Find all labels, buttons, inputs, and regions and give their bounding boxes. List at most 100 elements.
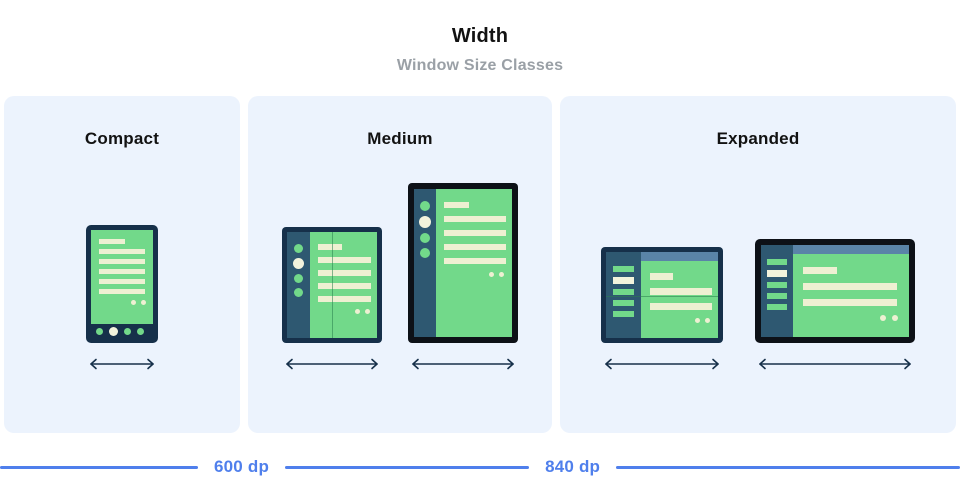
rail-item-icon-active <box>419 216 431 228</box>
nav-item-icon-active <box>109 326 118 336</box>
content-dot <box>365 309 370 314</box>
content-dot <box>892 315 898 321</box>
content-bar <box>444 244 506 250</box>
fold-crease <box>606 296 718 297</box>
fold-crease <box>332 232 333 338</box>
device-column-foldable-portrait <box>282 227 382 371</box>
width-arrow-icon <box>605 358 719 370</box>
panel-medium: Medium <box>248 96 552 433</box>
page-subtitle: Window Size Classes <box>396 57 564 74</box>
device-tablet-portrait <box>408 183 518 343</box>
drawer-item <box>613 311 634 317</box>
content-bar <box>318 270 371 276</box>
content-bar <box>318 283 371 289</box>
device-phone <box>86 225 158 343</box>
content-bar <box>650 273 673 280</box>
panel-title-compact: Compact <box>84 129 160 148</box>
content-bar <box>99 289 145 294</box>
content-bar <box>444 202 469 208</box>
phone-screen <box>91 230 153 324</box>
content-dot <box>695 318 700 323</box>
device-column-tablet-landscape <box>755 239 915 371</box>
scale-line-segment <box>0 465 198 469</box>
device-group-compact <box>4 156 240 371</box>
content-bar <box>99 249 145 254</box>
tablet-screen <box>761 245 909 337</box>
drawer-item <box>767 304 787 310</box>
content-dot <box>880 315 886 321</box>
page-title: Width <box>451 25 509 47</box>
device-column-phone <box>86 225 158 371</box>
drawer-item <box>767 259 787 265</box>
width-arrow-icon <box>90 358 154 370</box>
rail-item-icon <box>294 274 303 283</box>
panel-compact: Compact <box>4 96 240 433</box>
content-bar <box>99 259 145 264</box>
width-arrow-icon <box>286 358 378 370</box>
width-arrow-icon <box>412 358 514 370</box>
breakpoint-label-600dp: 600 dp <box>214 457 270 476</box>
content-bar <box>318 296 371 302</box>
content-bar <box>650 303 712 310</box>
content-bar <box>803 267 837 274</box>
content-bar <box>318 244 342 250</box>
navigation-rail <box>414 189 436 337</box>
drawer-item-active <box>767 270 787 277</box>
navigation-rail <box>287 232 310 338</box>
device-column-tablet-portrait <box>408 183 518 371</box>
header: Width Window Size Classes <box>0 0 960 96</box>
panel-title-expanded: Expanded <box>716 129 800 148</box>
foldable-screen <box>606 252 718 338</box>
device-group-medium <box>248 156 552 371</box>
content-bar <box>444 230 506 236</box>
rail-item-icon <box>420 233 430 243</box>
navigation-drawer <box>606 252 641 338</box>
content-bar <box>803 299 897 306</box>
rail-item-icon <box>420 201 430 211</box>
panel-expanded: Expanded <box>560 96 956 433</box>
content-bar <box>99 279 145 284</box>
content-dot <box>489 272 494 277</box>
content-bar <box>99 239 125 244</box>
breakpoint-scale: 600 dp 840 dp <box>0 452 960 482</box>
content-bar <box>318 257 371 263</box>
size-class-panels: Compact <box>0 96 960 436</box>
drawer-item <box>767 293 787 299</box>
tablet-screen <box>414 189 512 337</box>
content-bar <box>650 288 712 295</box>
device-foldable-portrait <box>282 227 382 343</box>
rail-item-icon <box>420 248 430 258</box>
width-arrow-icon <box>759 358 911 370</box>
breakpoint-label-840dp: 840 dp <box>545 457 601 476</box>
drawer-item-active <box>613 277 634 284</box>
scale-line-segment <box>616 465 960 469</box>
nav-item-icon <box>96 327 103 335</box>
scale-line-segment <box>285 465 530 469</box>
device-column-foldable-landscape <box>601 247 723 371</box>
drawer-item <box>613 300 634 306</box>
device-group-expanded <box>560 156 956 371</box>
content-dot <box>705 318 710 323</box>
content-dot <box>141 300 146 305</box>
device-tablet-landscape <box>755 239 915 343</box>
rail-item-icon <box>294 288 303 297</box>
nav-item-icon <box>124 327 131 335</box>
panel-title-medium: Medium <box>367 129 433 148</box>
content-bar <box>444 258 506 264</box>
content-dot <box>355 309 360 314</box>
content-dot <box>499 272 504 277</box>
top-app-bar <box>641 252 718 261</box>
top-app-bar <box>793 245 909 254</box>
drawer-item <box>767 282 787 288</box>
content-bar <box>444 216 506 222</box>
navigation-drawer <box>761 245 793 337</box>
drawer-item <box>613 266 634 272</box>
foldable-screen <box>287 232 377 338</box>
content-dot <box>131 300 136 305</box>
content-bar <box>99 269 145 274</box>
content-bar <box>803 283 897 290</box>
nav-item-icon <box>137 327 144 335</box>
drawer-item <box>613 289 634 295</box>
bottom-navigation-bar <box>91 324 153 338</box>
